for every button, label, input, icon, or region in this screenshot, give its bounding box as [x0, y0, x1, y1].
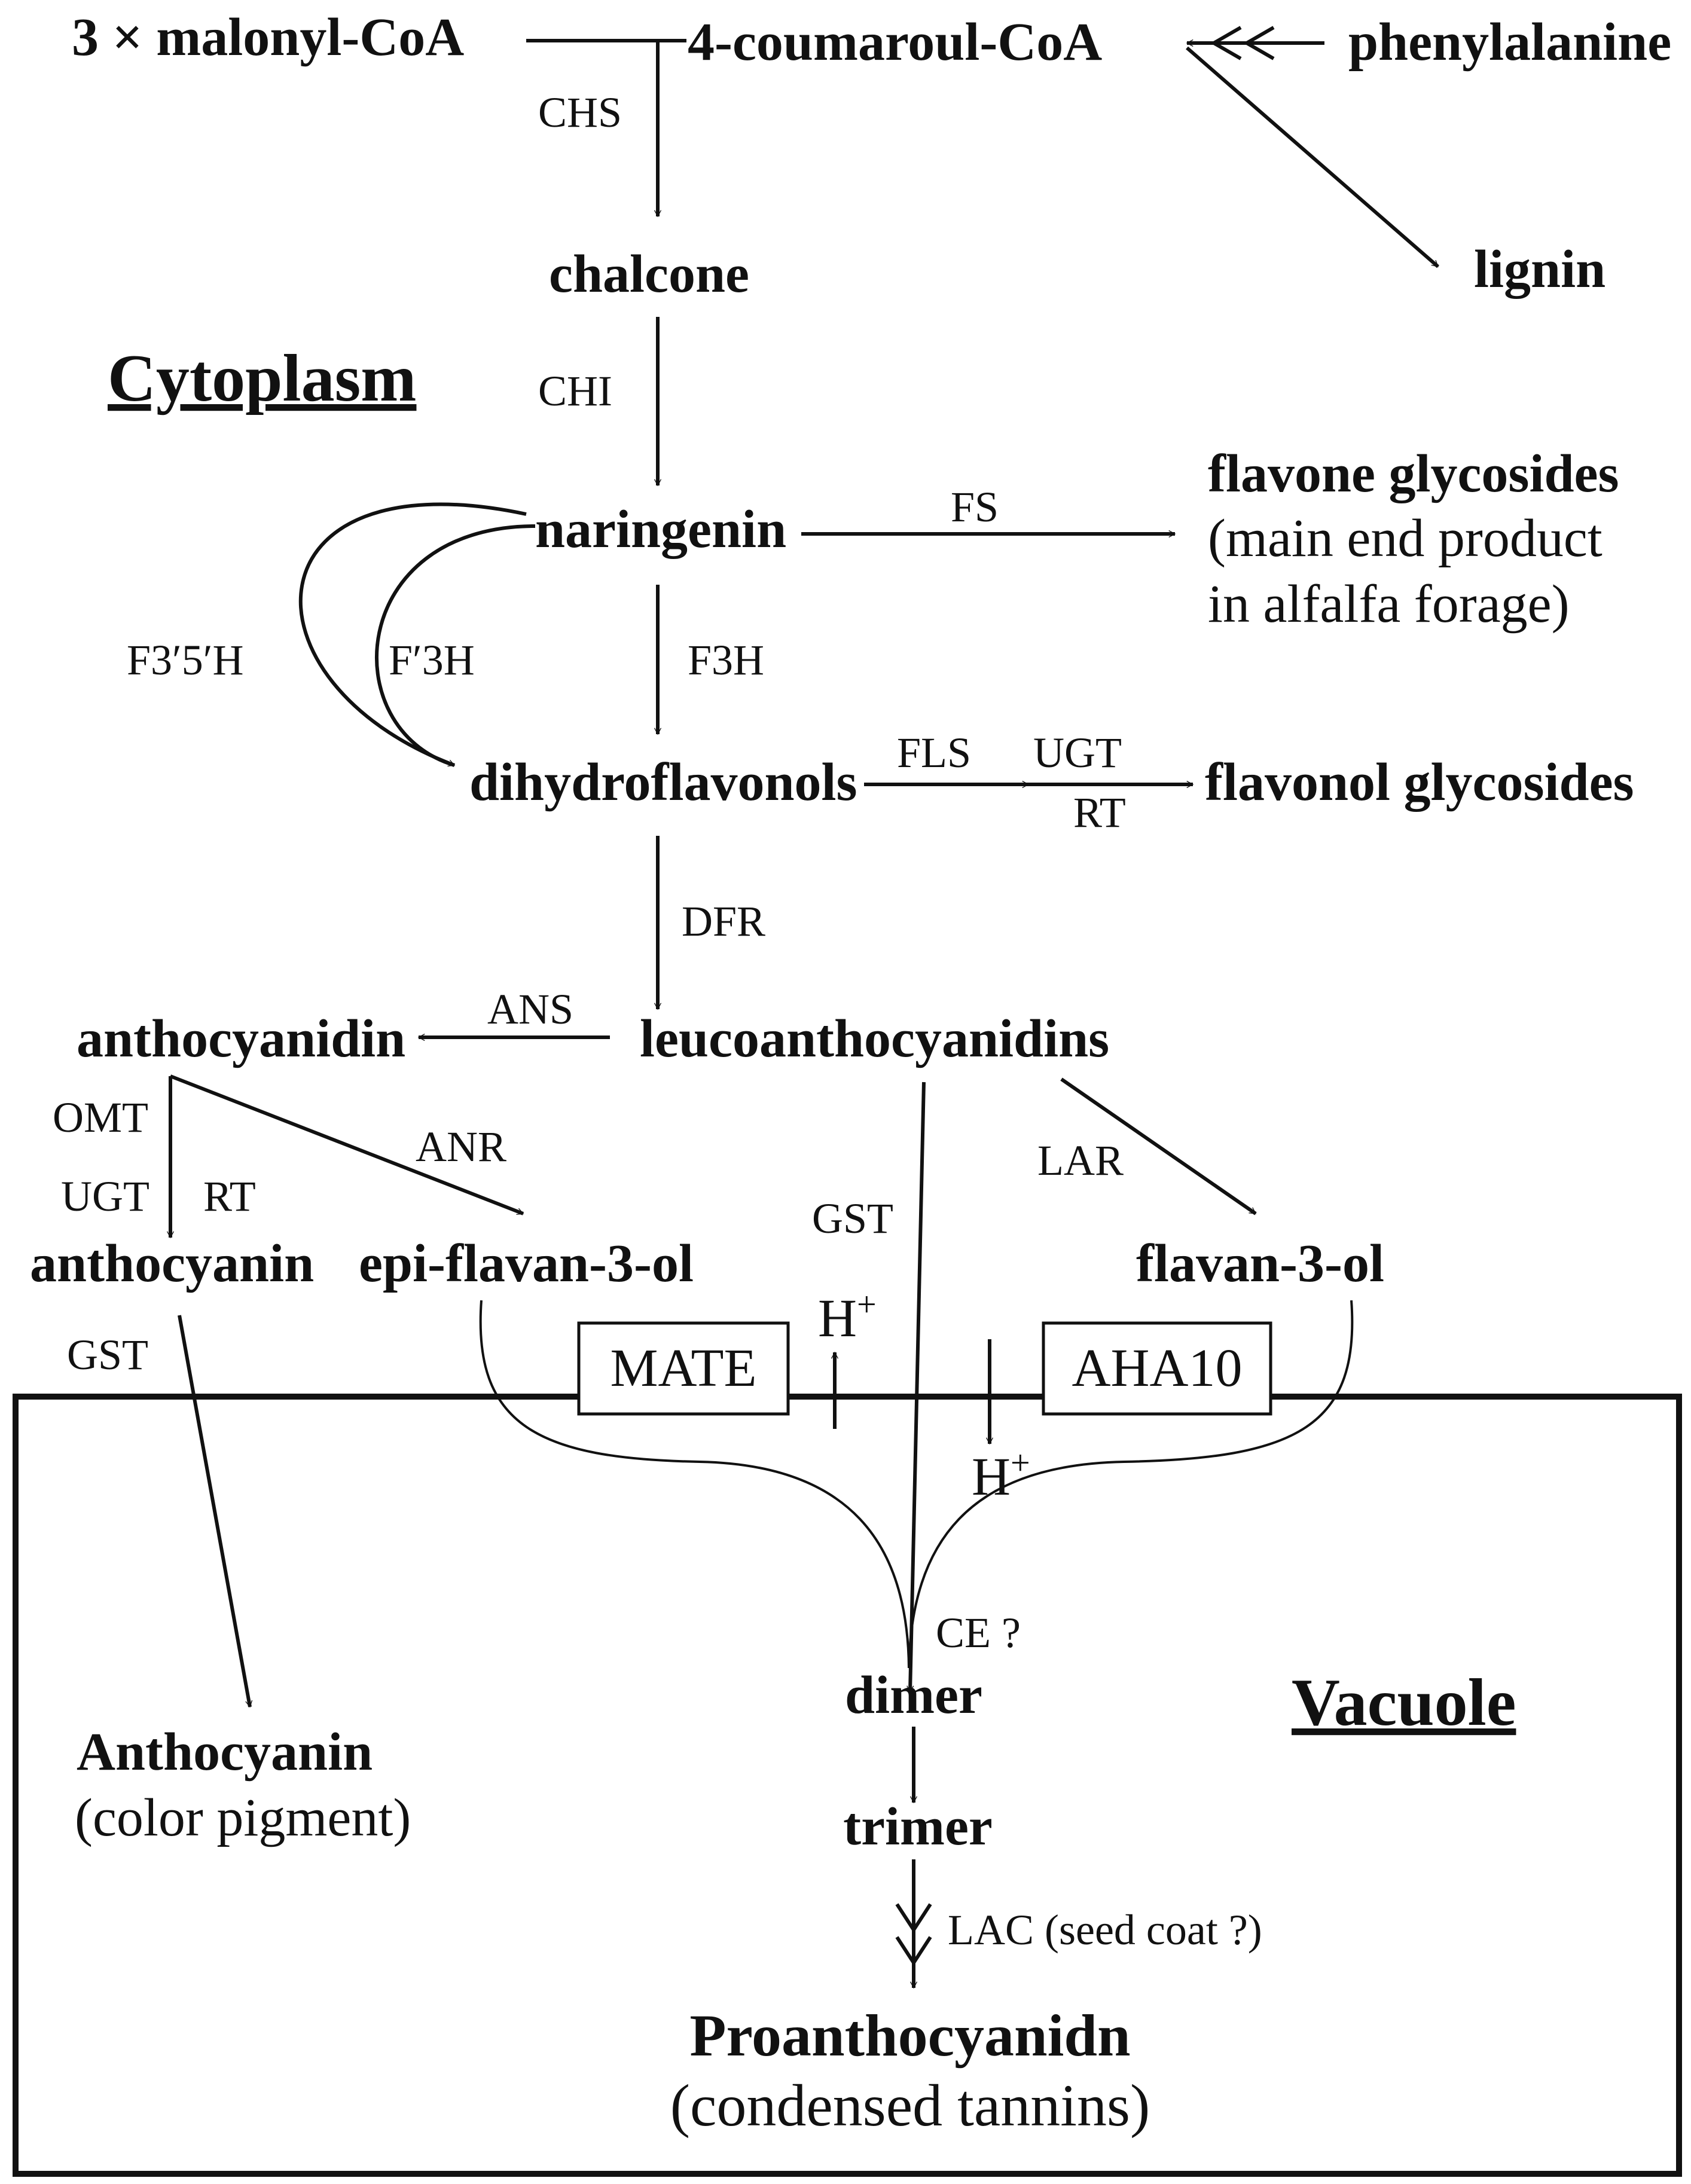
flavonol-glycosides-label: flavonol glycosides — [1205, 753, 1634, 812]
ce-label: CE ? — [936, 1609, 1021, 1657]
proton-efflux-h: H — [818, 1289, 857, 1348]
cytoplasm-label: Cytoplasm — [108, 341, 416, 416]
trimer-label: trimer — [843, 1797, 993, 1856]
flavone-glycosides-label: flavone glycosides — [1208, 444, 1619, 503]
rt-1-label: RT — [1073, 789, 1126, 836]
gst-2-label: GST — [67, 1331, 148, 1379]
dfr-label: DFR — [682, 897, 765, 945]
gst-leuco-to-dimer-arrow — [906, 1082, 926, 1693]
lac-multistep-chevron-2 — [895, 1936, 932, 1966]
lignin-arrow — [1186, 46, 1439, 268]
gst-1-label: GST — [812, 1195, 893, 1242]
f3ph-label: F′3H — [389, 636, 475, 684]
lar-arrow — [1060, 1077, 1257, 1215]
lac-multistep-chevron-1 — [895, 1903, 932, 1933]
chi-label: CHI — [538, 367, 612, 415]
epi-flavan-3-ol-label: epi-flavan-3-ol — [359, 1234, 694, 1293]
dihydroflavonols-label: dihydroflavonols — [469, 753, 857, 812]
proton-efflux-label: H+ — [818, 1285, 877, 1348]
proton-influx-plus: + — [1011, 1443, 1030, 1482]
phenylalanine-multistep-chevron-1 — [1210, 26, 1242, 60]
proanthocyanidin-note-label: (condensed tannins) — [670, 2072, 1150, 2139]
anthocyanin-vacuole-label: Anthocyanin — [77, 1722, 373, 1782]
proton-influx-label: H+ — [972, 1443, 1030, 1507]
anthocyanin-note-label: (color pigment) — [75, 1788, 411, 1847]
aha10-transporter-box — [1042, 1321, 1272, 1416]
phenylalanine-label: phenylalanine — [1348, 13, 1671, 72]
lac-label: LAC (seed coat ?) — [948, 1906, 1262, 1954]
flavone-note-line-2: in alfalfa forage) — [1208, 575, 1570, 634]
ugt-2-label: UGT — [61, 1172, 149, 1220]
flavan-3-ol-to-dimer-curve — [908, 1300, 1354, 1669]
lar-label: LAR — [1037, 1137, 1124, 1184]
anthocyanidin-label: anthocyanidin — [77, 1009, 405, 1068]
coumaroyl-coa-label: 4-coumaroul-CoA — [688, 13, 1102, 72]
mate-transporter-box — [577, 1321, 790, 1416]
proanthocyanidin-label: Proanthocyanidn — [689, 2002, 1130, 2069]
flavan-3-ol-label: flavan-3-ol — [1136, 1234, 1384, 1293]
malonyl-coa-label: 3 × malonyl-CoA — [72, 8, 464, 67]
ugt-1-label: UGT — [1033, 729, 1122, 777]
lignin-label: lignin — [1474, 240, 1605, 299]
rt-2-label: RT — [203, 1172, 256, 1220]
f3h-label: F3H — [688, 636, 764, 684]
flavone-note-line-1: (main end product — [1208, 509, 1603, 568]
anthocyanin-label: anthocyanin — [30, 1234, 314, 1293]
dimer-label: dimer — [845, 1666, 982, 1725]
epi-flavan-3-ol-to-dimer-curve — [479, 1300, 910, 1669]
chalcone-label: chalcone — [549, 245, 749, 304]
omt-label: OMT — [53, 1093, 148, 1141]
naringenin-label: naringenin — [535, 500, 786, 559]
fs-label: FS — [951, 483, 999, 531]
aha10-label: AHA10 — [1072, 1339, 1243, 1398]
f35h-label: F3′5′H — [127, 636, 244, 684]
leucoanthocyanidins-label: leucoanthocyanidins — [640, 1009, 1109, 1068]
proton-influx-h: H — [972, 1447, 1011, 1507]
vacuole-membrane — [13, 1394, 1682, 2177]
phenylalanine-multistep-chevron-2 — [1243, 26, 1275, 60]
gst-anthocyanin-transport-arrow — [178, 1315, 253, 1708]
f3ph-curve-arrow — [375, 524, 536, 767]
ans-label: ANS — [487, 985, 573, 1033]
vacuole-label: Vacuole — [1292, 1666, 1516, 1740]
fls-label: FLS — [897, 729, 971, 777]
mate-label: MATE — [611, 1339, 757, 1398]
anr-arrow — [169, 1074, 524, 1215]
chs-label: CHS — [538, 88, 622, 136]
f35h-curve-arrow — [299, 502, 527, 767]
proton-efflux-plus: + — [857, 1285, 877, 1324]
anr-label: ANR — [416, 1123, 506, 1171]
